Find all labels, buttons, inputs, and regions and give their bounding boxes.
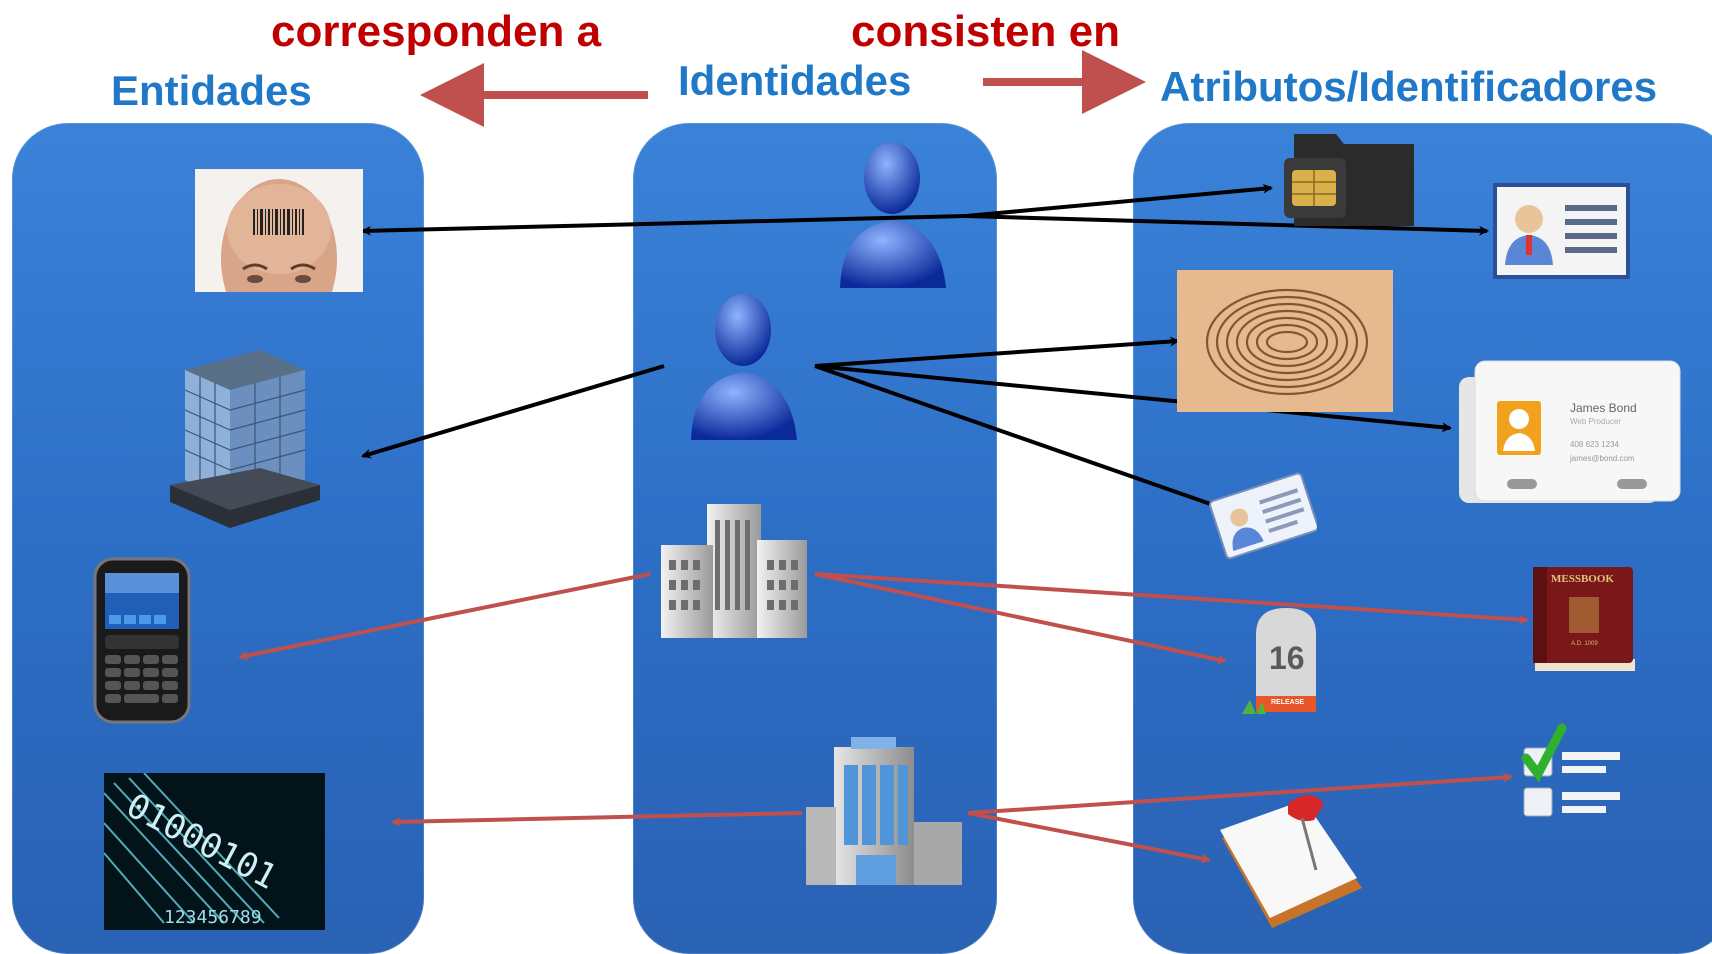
office-building bbox=[165, 350, 325, 535]
card-email: james@bond.com bbox=[1570, 454, 1635, 463]
fingerprint bbox=[1177, 270, 1393, 412]
header-consisten-en: consisten en bbox=[851, 7, 1120, 56]
barcode-head-photo bbox=[195, 169, 363, 292]
header-identidades: Identidades bbox=[678, 57, 912, 104]
header-arrows bbox=[420, 50, 1146, 127]
pinned-note bbox=[1212, 778, 1367, 938]
book-title: MESSBOOK bbox=[1551, 573, 1614, 585]
card-phone: 408 623 1234 bbox=[1570, 440, 1619, 449]
person-icon-1 bbox=[830, 138, 952, 288]
card-name: James Bond bbox=[1570, 401, 1637, 415]
release-badge: 16 RELEASE bbox=[1240, 604, 1332, 719]
release-label: RELEASE bbox=[1271, 699, 1305, 706]
book: MESSBOOK A.D. 1009 bbox=[1529, 563, 1637, 674]
book-date: A.D. 1009 bbox=[1571, 641, 1598, 647]
binary-barcode-image: 01000101 123456789 bbox=[104, 773, 325, 930]
checklist bbox=[1516, 718, 1628, 822]
person-icon-2 bbox=[681, 290, 803, 440]
id-contact-card bbox=[1493, 183, 1630, 279]
small-id-card bbox=[1209, 466, 1317, 560]
header-atributos: Atributos/Identificadores bbox=[1160, 63, 1658, 110]
card-title: Web Producer bbox=[1570, 417, 1621, 426]
header-corresponden-a: corresponden a bbox=[271, 7, 602, 56]
city-buildings-icon bbox=[657, 500, 811, 640]
sim-card-folder bbox=[1276, 128, 1416, 228]
office-tower-icon bbox=[806, 737, 962, 885]
release-number: 16 bbox=[1269, 640, 1305, 676]
digits-text: 123456789 bbox=[164, 907, 262, 928]
header-entidades: Entidades bbox=[111, 67, 312, 114]
smartphone bbox=[91, 557, 193, 724]
business-card: James Bond Web Producer 408 623 1234 jam… bbox=[1457, 357, 1682, 505]
